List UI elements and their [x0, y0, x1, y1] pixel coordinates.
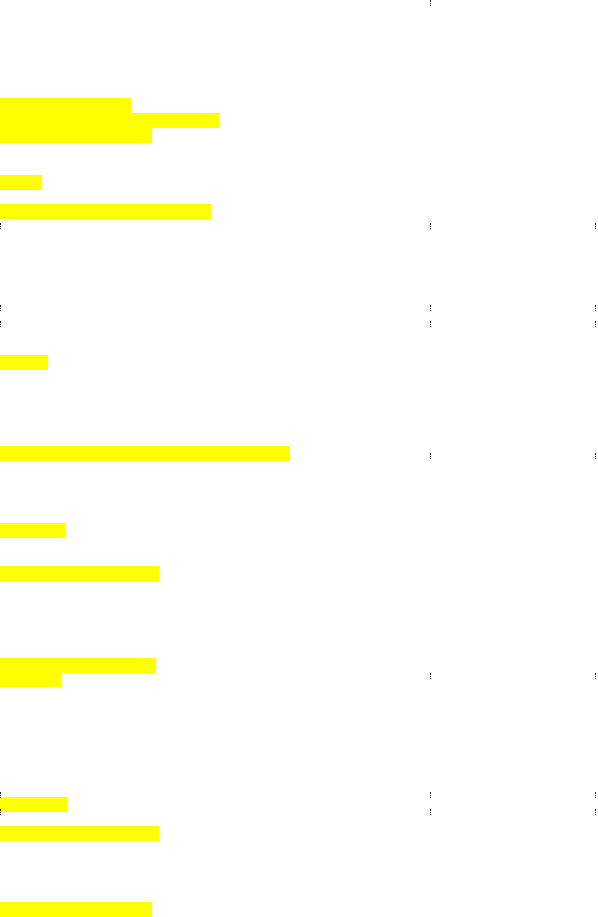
- guide-mark: [430, 223, 433, 229]
- redacted-block: [0, 355, 48, 370]
- redacted-block: [0, 902, 152, 917]
- redacted-block: [0, 446, 290, 461]
- guide-mark: [430, 809, 433, 815]
- guide-mark: [430, 792, 433, 798]
- redacted-block: [0, 98, 131, 113]
- guide-mark: [595, 673, 598, 679]
- guide-mark: [0, 305, 3, 311]
- redacted-block: [0, 113, 219, 128]
- guide-mark: [595, 453, 598, 459]
- redacted-block: [0, 128, 152, 143]
- redacted-block: [0, 204, 211, 219]
- guide-mark: [595, 223, 598, 229]
- guide-mark: [430, 453, 433, 459]
- guide-mark: [430, 673, 433, 679]
- redacted-block: [0, 797, 67, 812]
- redacted-block: [0, 566, 159, 581]
- guide-mark: [595, 321, 598, 327]
- guide-mark: [430, 0, 433, 6]
- redacted-block: [0, 826, 159, 841]
- guide-mark: [430, 305, 433, 311]
- guide-mark: [0, 792, 3, 798]
- guide-mark: [0, 321, 3, 327]
- redacted-block: [0, 523, 65, 538]
- guide-mark: [595, 305, 598, 311]
- guide-mark: [430, 321, 433, 327]
- redacted-block: [0, 175, 42, 190]
- redacted-block: [0, 673, 61, 687]
- guide-mark: [0, 809, 3, 815]
- guide-mark: [595, 809, 598, 815]
- guide-mark: [595, 792, 598, 798]
- guide-mark: [0, 223, 3, 229]
- redacted-block: [0, 658, 156, 673]
